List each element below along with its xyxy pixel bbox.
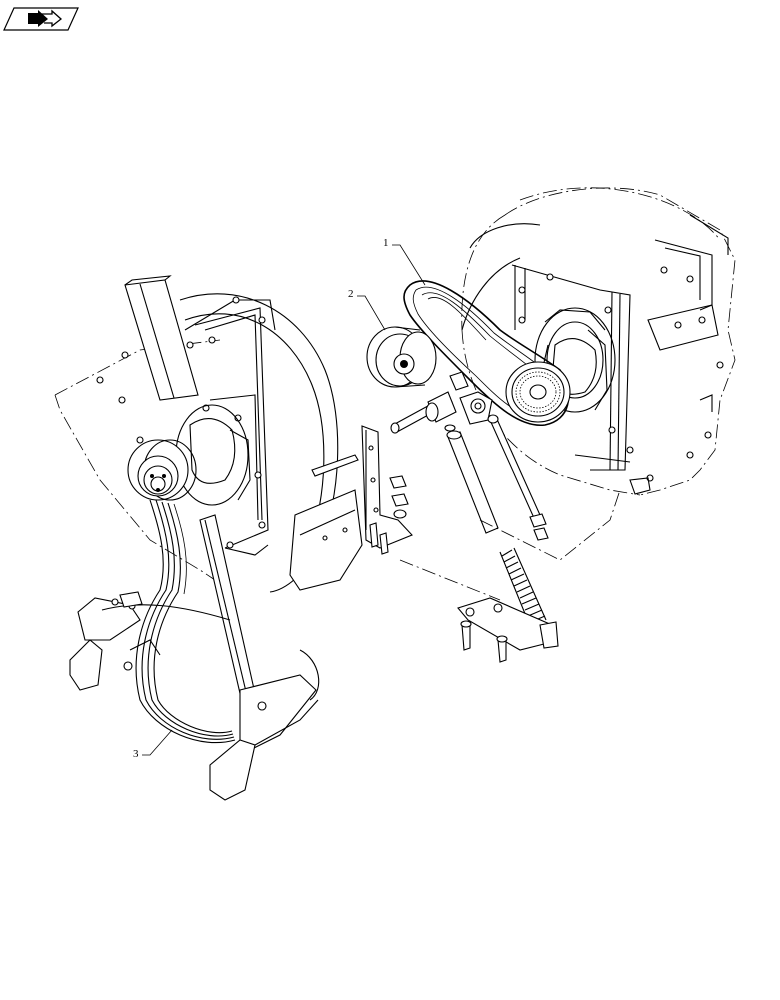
fan-pulley [505,361,571,423]
callout-1: 1 [383,237,426,286]
callout-label-2: 2 [348,288,354,300]
idler-pulley-item-2 [366,326,437,388]
discharge-duct [124,275,199,401]
left-drive-pulley [127,439,197,501]
right-fan-housing [461,187,736,496]
tensioner-assembly [390,371,621,663]
callout-label-3: 3 [133,748,139,760]
next-page-arrow-icon[interactable] [3,7,79,31]
callout-label-1: 1 [383,237,389,249]
callout-3: 3 [133,729,173,760]
drive-belt-item-3 [135,499,257,744]
mounting-bracket [361,425,413,555]
lower-guard [69,591,320,801]
left-fan-housing [54,293,363,593]
callout-2: 2 [348,288,386,331]
